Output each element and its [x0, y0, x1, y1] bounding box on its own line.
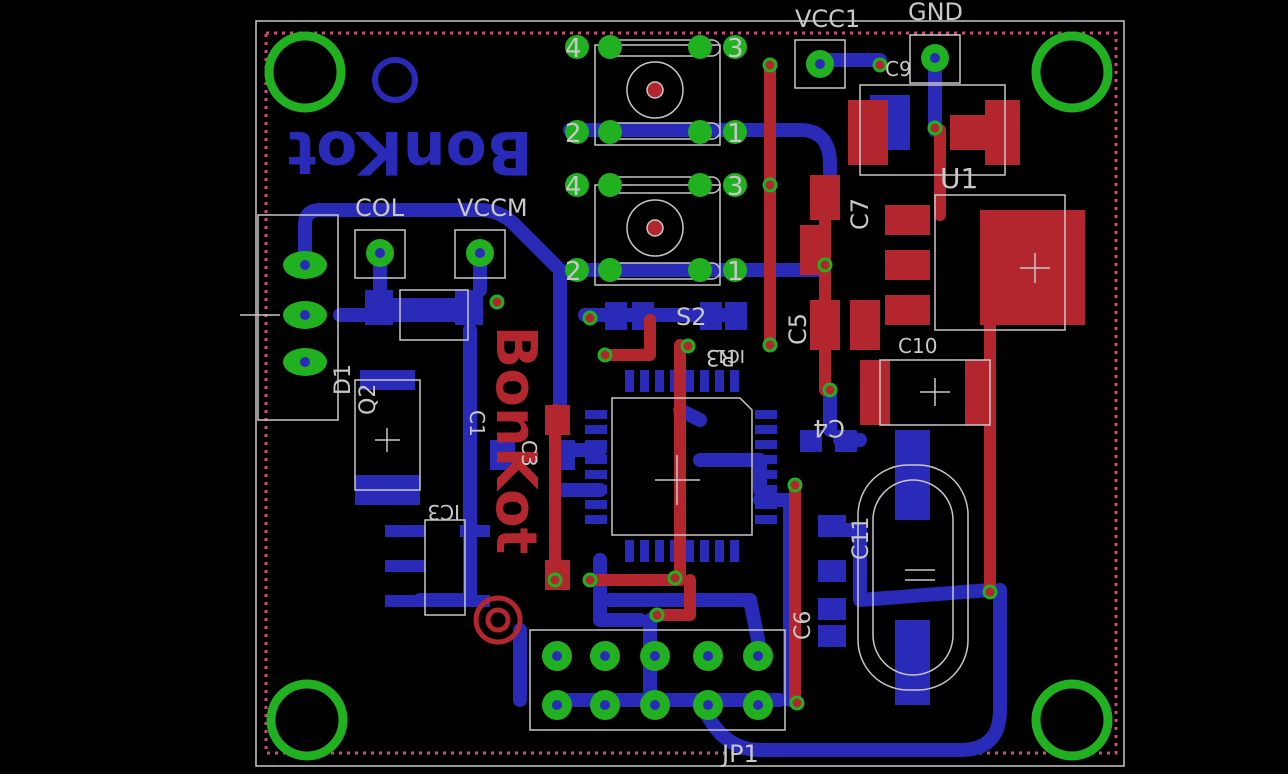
label-c7: C7 [846, 198, 874, 230]
label-c6: C6 [791, 611, 816, 640]
label-vccm: VCCM [457, 194, 528, 222]
label-jp1: JP1 [720, 740, 759, 768]
mounting-holes [264, 31, 1113, 761]
mounting-hole-tr [1031, 31, 1113, 113]
label-q2: Q2 [356, 384, 381, 415]
pad-num-s1-2: 2 [565, 119, 582, 149]
mounting-hole-bl [266, 679, 348, 761]
label-ic1: IC1 [716, 345, 745, 366]
bottom-logo-circle [372, 57, 418, 103]
label-u1: U1 [940, 162, 978, 195]
top-logo-circle [473, 595, 523, 645]
label-vcc1: VCC1 [795, 5, 860, 33]
label-d1: D1 [331, 364, 356, 395]
top-copper-pads [545, 100, 1085, 590]
label-c3: C3 [517, 440, 541, 467]
pad-num-s2-2: 2 [565, 257, 582, 287]
label-s2: S2 [676, 303, 707, 331]
pad-num-s2-4: 4 [565, 172, 582, 202]
pad-num-s1-3: 3 [727, 34, 744, 64]
label-c1: C1 [465, 410, 489, 437]
top-logo-text: BonKot [483, 326, 548, 555]
pad-num-s2-3: 3 [727, 172, 744, 202]
button-pads [604, 39, 721, 280]
label-gnd: GND [908, 0, 963, 26]
through-hole-drills [300, 53, 940, 710]
label-c11: C11 [849, 517, 874, 560]
bottom-logo-text: BonKot [287, 117, 532, 187]
label-r3: R3 [706, 344, 735, 369]
label-c4: C4 [813, 414, 845, 442]
mounting-hole-tl [264, 31, 346, 113]
vias [489, 57, 998, 711]
pad-num-s1-4: 4 [565, 34, 582, 64]
pad-num-s2-1: 1 [727, 257, 744, 287]
button-centres [646, 81, 664, 237]
label-c10: C10 [898, 334, 937, 358]
mounting-hole-br [1031, 679, 1113, 761]
label-col: COL [355, 194, 405, 222]
label-c9: C9 [885, 57, 912, 81]
silkscreen-outlines [240, 34, 1066, 731]
label-ic3: IC3 [427, 500, 460, 524]
board-outline [255, 20, 1125, 767]
label-c5: C5 [784, 313, 812, 345]
ic1-pads [585, 370, 777, 562]
board-dimension-keepout [264, 31, 1118, 755]
pad-num-s1-1: 1 [727, 119, 744, 149]
